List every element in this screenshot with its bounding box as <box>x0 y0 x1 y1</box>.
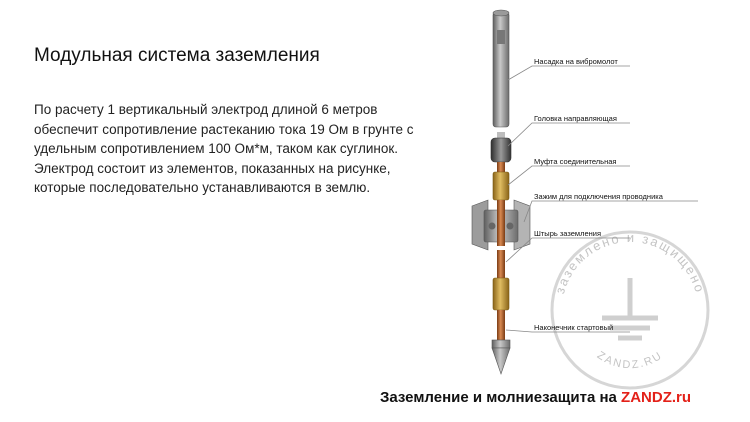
ground-symbol-icon <box>602 278 658 341</box>
label-clamp: Зажим для подключения проводника <box>534 192 663 201</box>
zandz-watermark: заземлено и защищено ZANDZ.RU <box>550 230 710 390</box>
watermark-ring <box>550 230 710 390</box>
description: По расчету 1 вертикальный электрод длино… <box>34 100 434 198</box>
coupling-lower <box>492 277 510 311</box>
footer-text: Заземление и молниезащита на <box>380 389 622 406</box>
slide-title: Модульная система заземления <box>34 45 320 66</box>
label-tip: Наконечник стартовый <box>534 323 614 332</box>
footer-brand-link[interactable]: ZANDZ.ru <box>621 389 692 406</box>
electrode-diagram <box>471 9 698 375</box>
coupling-upper <box>492 162 510 201</box>
ground-rod-lower <box>497 310 505 340</box>
paragraph-elements: Электрод состоит из элементов, показанны… <box>34 160 391 196</box>
guide-head <box>490 132 512 163</box>
label-rod: Штырь заземления <box>534 229 602 238</box>
label-coupling: Муфта соединительная <box>534 157 617 166</box>
vibro-adapter <box>492 9 510 128</box>
paragraph-calculation: По расчету 1 вертикальный электрод длино… <box>34 102 414 157</box>
leader-lines <box>505 65 698 333</box>
ground-rod-upper <box>497 250 505 278</box>
conductor-clamp <box>471 199 531 251</box>
label-guide-head: Головка направляющая <box>534 114 617 123</box>
footer-banner: Заземление и молниезащита на ZANDZ.ru <box>380 389 691 406</box>
starting-tip <box>491 339 511 375</box>
label-vibro-adapter: Насадка на вибромолот <box>534 57 618 66</box>
